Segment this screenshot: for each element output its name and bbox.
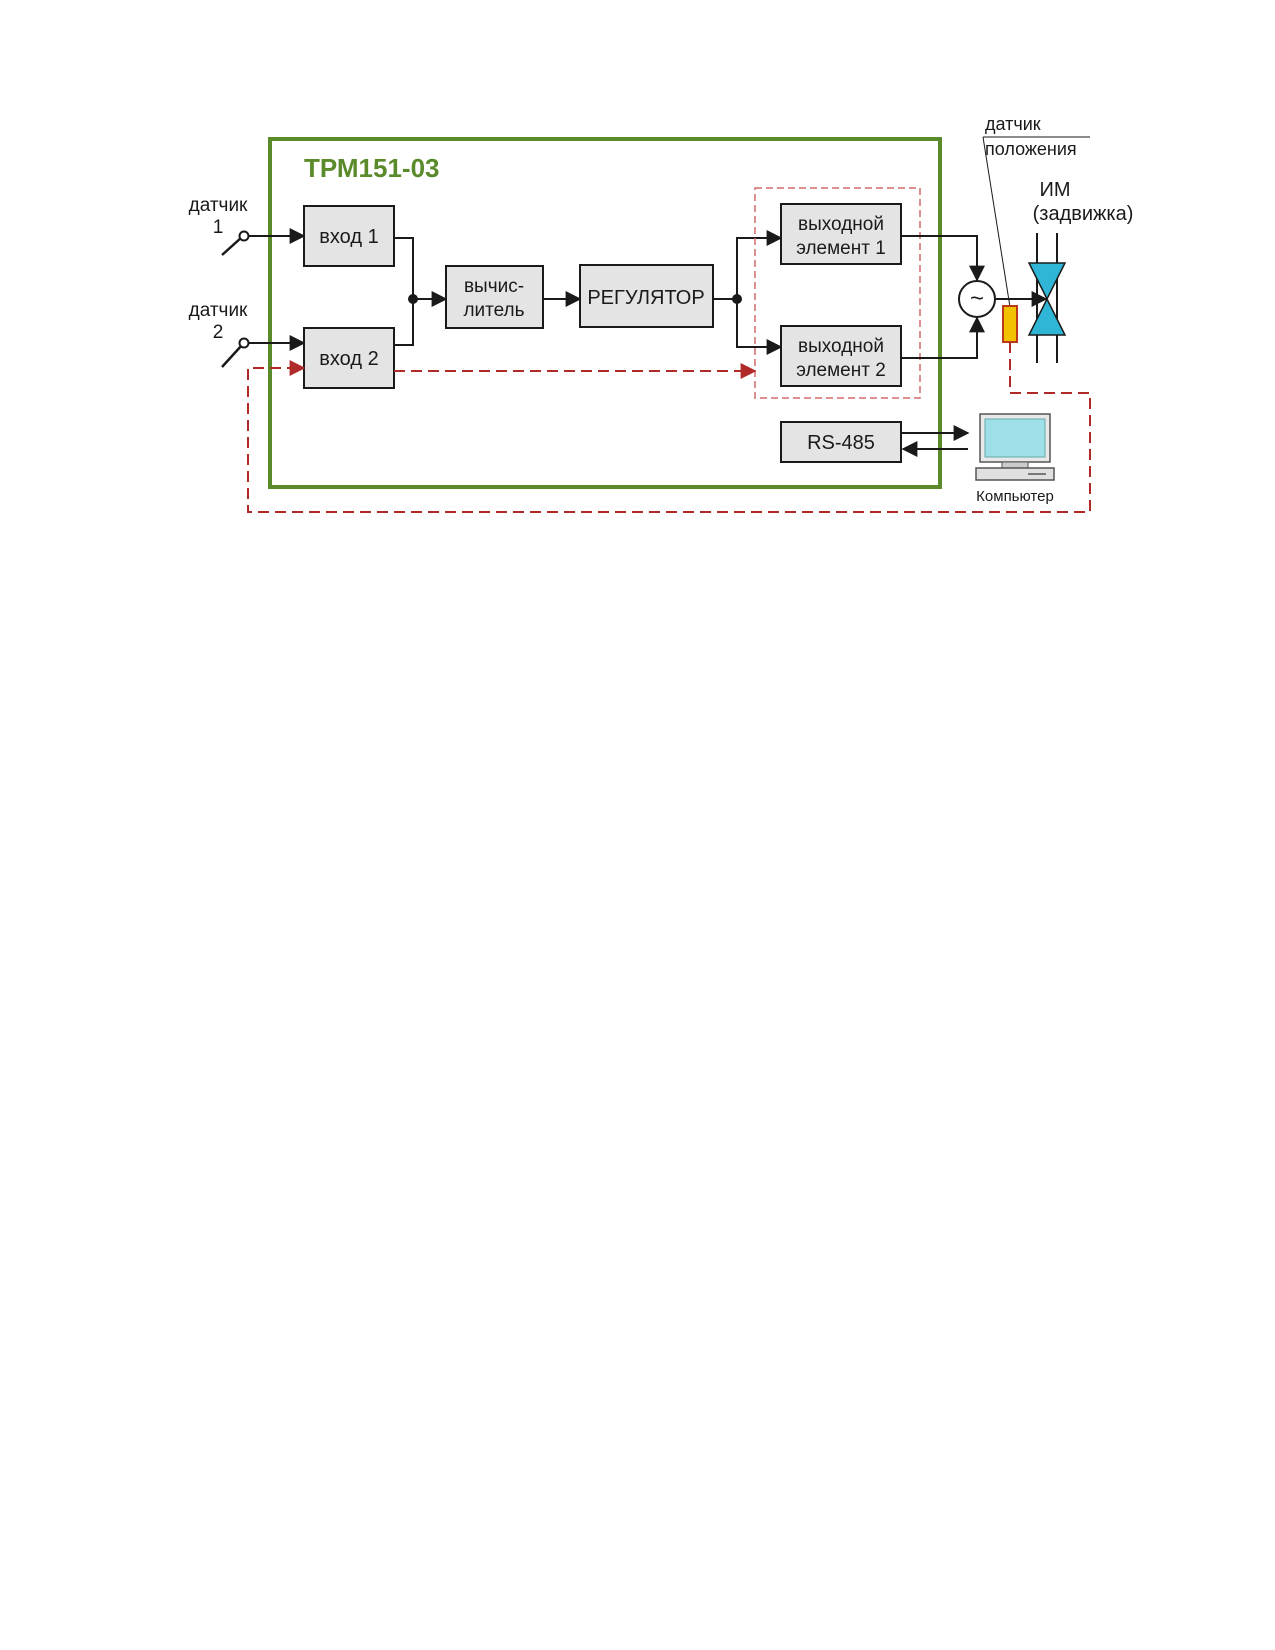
to-output-1-wire bbox=[736, 230, 783, 299]
output-group-frame bbox=[754, 187, 921, 399]
output-element-2-block bbox=[780, 325, 902, 387]
position-sensor-label-1: датчик bbox=[985, 114, 1041, 134]
calculator-block bbox=[445, 265, 544, 329]
sensor-1-number: 1 bbox=[213, 217, 224, 238]
sensor-1-label: датчик bbox=[189, 195, 248, 216]
position-sensor-label-2: положения bbox=[985, 139, 1077, 159]
summing-junction-icon: ~ bbox=[958, 280, 996, 318]
computer-icon bbox=[975, 413, 1055, 481]
calculator-label-2: литель bbox=[463, 300, 524, 321]
regulator-block bbox=[579, 264, 714, 328]
input-1-block bbox=[303, 205, 395, 267]
sensor-2-label: датчик bbox=[189, 300, 248, 321]
output-2-label-1: выходной bbox=[798, 336, 884, 357]
rs485-label: RS-485 bbox=[807, 432, 875, 454]
device-frame bbox=[268, 137, 942, 489]
summing-symbol: ~ bbox=[970, 285, 984, 312]
input-2-label: вход 2 bbox=[319, 348, 378, 370]
calculator-label-1: вычис- bbox=[464, 276, 524, 297]
feedback-loop-line bbox=[247, 342, 1091, 513]
computer-label: Компьютер bbox=[976, 488, 1054, 505]
input-2-block bbox=[303, 327, 395, 389]
position-sensor-icon bbox=[1002, 305, 1018, 343]
position-sensor-leader bbox=[982, 136, 1011, 308]
to-output-2-wire bbox=[736, 299, 783, 355]
input-merge-wire bbox=[394, 237, 414, 346]
device-title: ТРМ151-03 bbox=[304, 153, 440, 183]
output-1-label-1: выходной bbox=[798, 214, 884, 235]
actuator-label-1: ИМ bbox=[1039, 179, 1070, 201]
sensor-2-number: 2 bbox=[213, 322, 224, 343]
regulator-label: РЕГУЛЯТОР bbox=[587, 287, 704, 309]
switch-icon bbox=[221, 337, 250, 368]
rs485-block bbox=[780, 421, 902, 463]
output-1-to-sum-wire bbox=[901, 235, 985, 282]
actuator-label-2: (задвижка) bbox=[1033, 203, 1134, 225]
output-1-label-2: элемент 1 bbox=[796, 238, 886, 259]
input-1-label: вход 1 bbox=[319, 226, 378, 248]
switch-icon bbox=[221, 230, 250, 256]
output-2-label-2: элемент 2 bbox=[796, 360, 886, 381]
valve-icon bbox=[1027, 233, 1067, 363]
output-element-1-block bbox=[780, 203, 902, 265]
output-2-to-sum-wire bbox=[901, 316, 985, 359]
